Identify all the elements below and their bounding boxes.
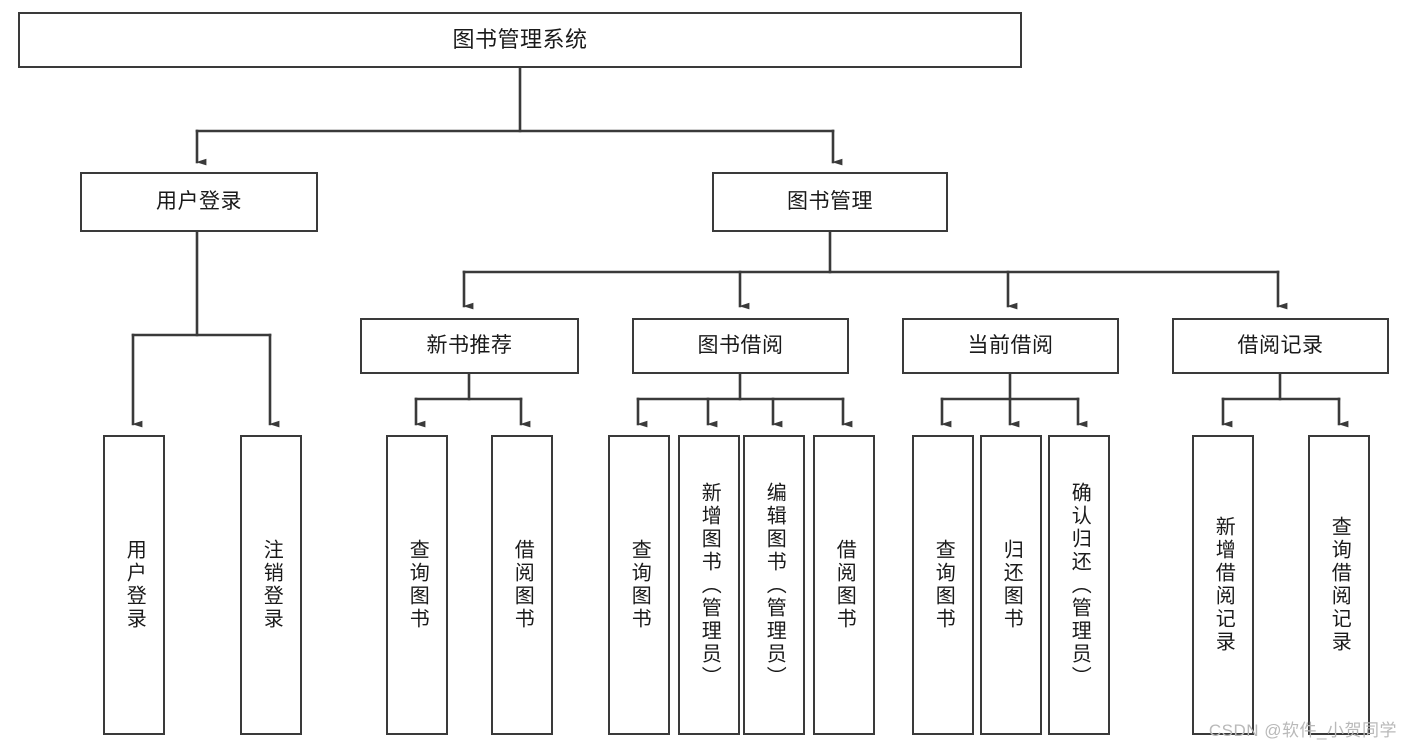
node-label: 借阅图书 xyxy=(833,539,856,631)
leaf-query-book-borrow[interactable]: 查询图书 xyxy=(608,435,670,735)
leaf-query-borrow-record[interactable]: 查询借阅记录 xyxy=(1308,435,1370,735)
node-label: 用户登录 xyxy=(123,539,146,631)
node-label: 新增图书（管理员） xyxy=(698,481,721,689)
node-label: 注销登录 xyxy=(260,539,283,631)
leaf-user-logout[interactable]: 注销登录 xyxy=(240,435,302,735)
leaf-user-login[interactable]: 用户登录 xyxy=(103,435,165,735)
node-label: 新书推荐 xyxy=(426,333,513,357)
node-label: 查询借阅记录 xyxy=(1328,516,1351,654)
leaf-return-book[interactable]: 归还图书 xyxy=(980,435,1042,735)
node-label: 图书借阅 xyxy=(697,333,784,357)
node-borrow-record[interactable]: 借阅记录 xyxy=(1172,318,1389,374)
node-label: 借阅记录 xyxy=(1237,333,1324,357)
leaf-borrow-book-recommend[interactable]: 借阅图书 xyxy=(491,435,553,735)
node-label: 借阅图书 xyxy=(511,539,534,631)
leaf-edit-book-admin[interactable]: 编辑图书（管理员） xyxy=(743,435,805,735)
node-book-borrow[interactable]: 图书借阅 xyxy=(632,318,849,374)
node-label: 归还图书 xyxy=(1000,539,1023,631)
leaf-query-book-current[interactable]: 查询图书 xyxy=(912,435,974,735)
leaf-query-book-recommend[interactable]: 查询图书 xyxy=(386,435,448,735)
node-book-management[interactable]: 图书管理 xyxy=(712,172,948,232)
node-user-login[interactable]: 用户登录 xyxy=(80,172,318,232)
leaf-confirm-return-admin[interactable]: 确认归还（管理员） xyxy=(1048,435,1110,735)
node-current-borrow[interactable]: 当前借阅 xyxy=(902,318,1119,374)
node-root-book-management-system[interactable]: 图书管理系统 xyxy=(18,12,1022,68)
leaf-borrow-book[interactable]: 借阅图书 xyxy=(813,435,875,735)
leaf-add-borrow-record[interactable]: 新增借阅记录 xyxy=(1192,435,1254,735)
node-label: 图书管理 xyxy=(787,189,873,213)
node-label: 图书管理系统 xyxy=(452,27,588,53)
node-new-book-recommend[interactable]: 新书推荐 xyxy=(360,318,579,374)
node-label: 编辑图书（管理员） xyxy=(763,481,786,689)
node-label: 新增借阅记录 xyxy=(1212,516,1235,654)
node-label: 当前借阅 xyxy=(967,333,1054,357)
node-label: 查询图书 xyxy=(628,539,651,631)
node-label: 用户登录 xyxy=(156,189,242,213)
node-label: 查询图书 xyxy=(406,539,429,631)
leaf-add-book-admin[interactable]: 新增图书（管理员） xyxy=(678,435,740,735)
watermark-text: CSDN @软件_小贺同学 xyxy=(1208,721,1397,740)
node-label: 查询图书 xyxy=(932,539,955,631)
node-label: 确认归还（管理员） xyxy=(1068,481,1091,689)
